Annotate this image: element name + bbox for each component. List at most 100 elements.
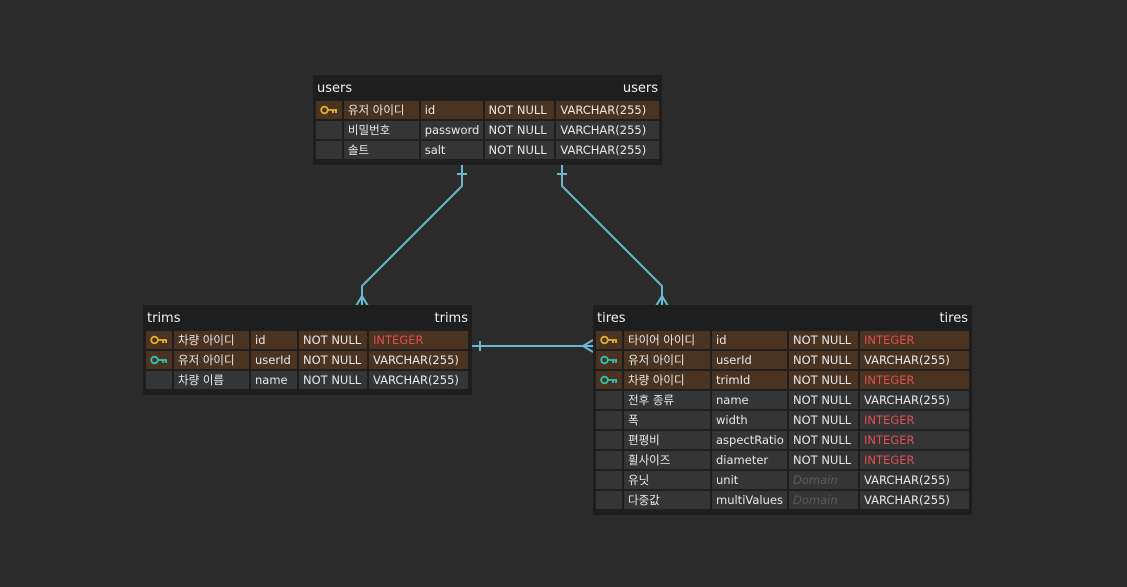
data-type-cell: VARCHAR(255) (369, 371, 468, 389)
key-slot (146, 371, 172, 389)
relation-users-tires-many-marker (655, 294, 669, 307)
relation-trims-tires[interactable] (472, 339, 594, 353)
logical-name-cell: 유저 아이디 (343, 101, 419, 119)
relation-users-tires[interactable] (557, 165, 669, 307)
primary-key-icon (146, 331, 172, 349)
key-slot (316, 141, 342, 159)
column-name-cell: userId (251, 351, 297, 369)
column-name-cell: aspectRatio (712, 431, 787, 449)
entity-header: users users (316, 75, 659, 101)
foreign-key-icon (596, 351, 622, 369)
column-name-cell: password (420, 121, 483, 139)
data-type-cell: INTEGER (860, 331, 969, 349)
nullability-cell: NOT NULL (299, 371, 367, 389)
entity-header: tires tires (596, 305, 969, 331)
data-type-cell: VARCHAR(255) (860, 491, 969, 509)
relation-users-trims[interactable] (355, 165, 467, 307)
key-slot (596, 491, 622, 509)
logical-name-cell: 폭 (624, 411, 710, 429)
nullability-cell: NOT NULL (789, 331, 858, 349)
column-name-cell: userId (712, 351, 787, 369)
column-name-cell: id (251, 331, 297, 349)
data-type-cell: VARCHAR(255) (556, 101, 660, 119)
nullability-cell: NOT NULL (299, 351, 367, 369)
logical-name-cell: 전후 종류 (624, 391, 710, 409)
nullability-cell: Domain (789, 491, 858, 509)
nullability-cell: NOT NULL (789, 371, 858, 389)
data-type-cell: VARCHAR(255) (369, 351, 468, 369)
entity-name: users (317, 80, 353, 96)
data-type-cell: INTEGER (860, 431, 969, 449)
column-name-cell: multiValues (712, 491, 787, 509)
column-name-cell: unit (712, 471, 787, 489)
nullability-cell: NOT NULL (484, 121, 555, 139)
data-type-cell: VARCHAR(255) (556, 121, 660, 139)
column-name-cell: name (712, 391, 787, 409)
primary-key-icon (596, 331, 622, 349)
data-type-cell: INTEGER (369, 331, 468, 349)
data-type-cell: INTEGER (860, 411, 969, 429)
key-slot (316, 121, 342, 139)
nullability-cell: Domain (789, 471, 858, 489)
data-type-cell: VARCHAR(255) (860, 391, 969, 409)
key-slot (596, 451, 622, 469)
relation-trims-tires-many-marker (581, 339, 594, 353)
nullability-cell: NOT NULL (789, 351, 858, 369)
nullability-cell: NOT NULL (789, 451, 858, 469)
logical-name-cell: 유닛 (624, 471, 710, 489)
logical-name-cell: 차량 이름 (174, 371, 249, 389)
logical-name-cell: 비밀번호 (343, 121, 419, 139)
column-name-cell: salt (420, 141, 483, 159)
logical-name-cell: 차량 아이디 (174, 331, 249, 349)
nullability-cell: NOT NULL (789, 411, 858, 429)
primary-key-icon (316, 101, 342, 119)
entity-name: trims (147, 310, 181, 326)
logical-name-cell: 다중값 (624, 491, 710, 509)
data-type-cell: VARCHAR(255) (860, 471, 969, 489)
relation-users-trims-line (361, 165, 463, 306)
relation-users-trims-many-marker (355, 294, 369, 307)
entity-name: tires (597, 310, 626, 326)
entity-label: tires (939, 310, 968, 326)
logical-name-cell: 솔트 (343, 141, 419, 159)
data-type-cell: VARCHAR(255) (860, 351, 969, 369)
key-slot (596, 411, 622, 429)
key-slot (596, 431, 622, 449)
data-type-cell: INTEGER (860, 451, 969, 469)
data-type-cell: INTEGER (860, 371, 969, 389)
logical-name-cell: 유저 아이디 (624, 351, 710, 369)
logical-name-cell: 차량 아이디 (624, 371, 710, 389)
entity-label: users (622, 80, 658, 96)
column-name-cell: id (712, 331, 787, 349)
entity-header: trims trims (146, 305, 469, 331)
entity-label: trims (434, 310, 469, 326)
column-name-cell: diameter (712, 451, 787, 469)
nullability-cell: NOT NULL (484, 141, 555, 159)
logical-name-cell: 휠사이즈 (624, 451, 710, 469)
column-name-cell: trimId (712, 371, 787, 389)
column-name-cell: width (712, 411, 787, 429)
